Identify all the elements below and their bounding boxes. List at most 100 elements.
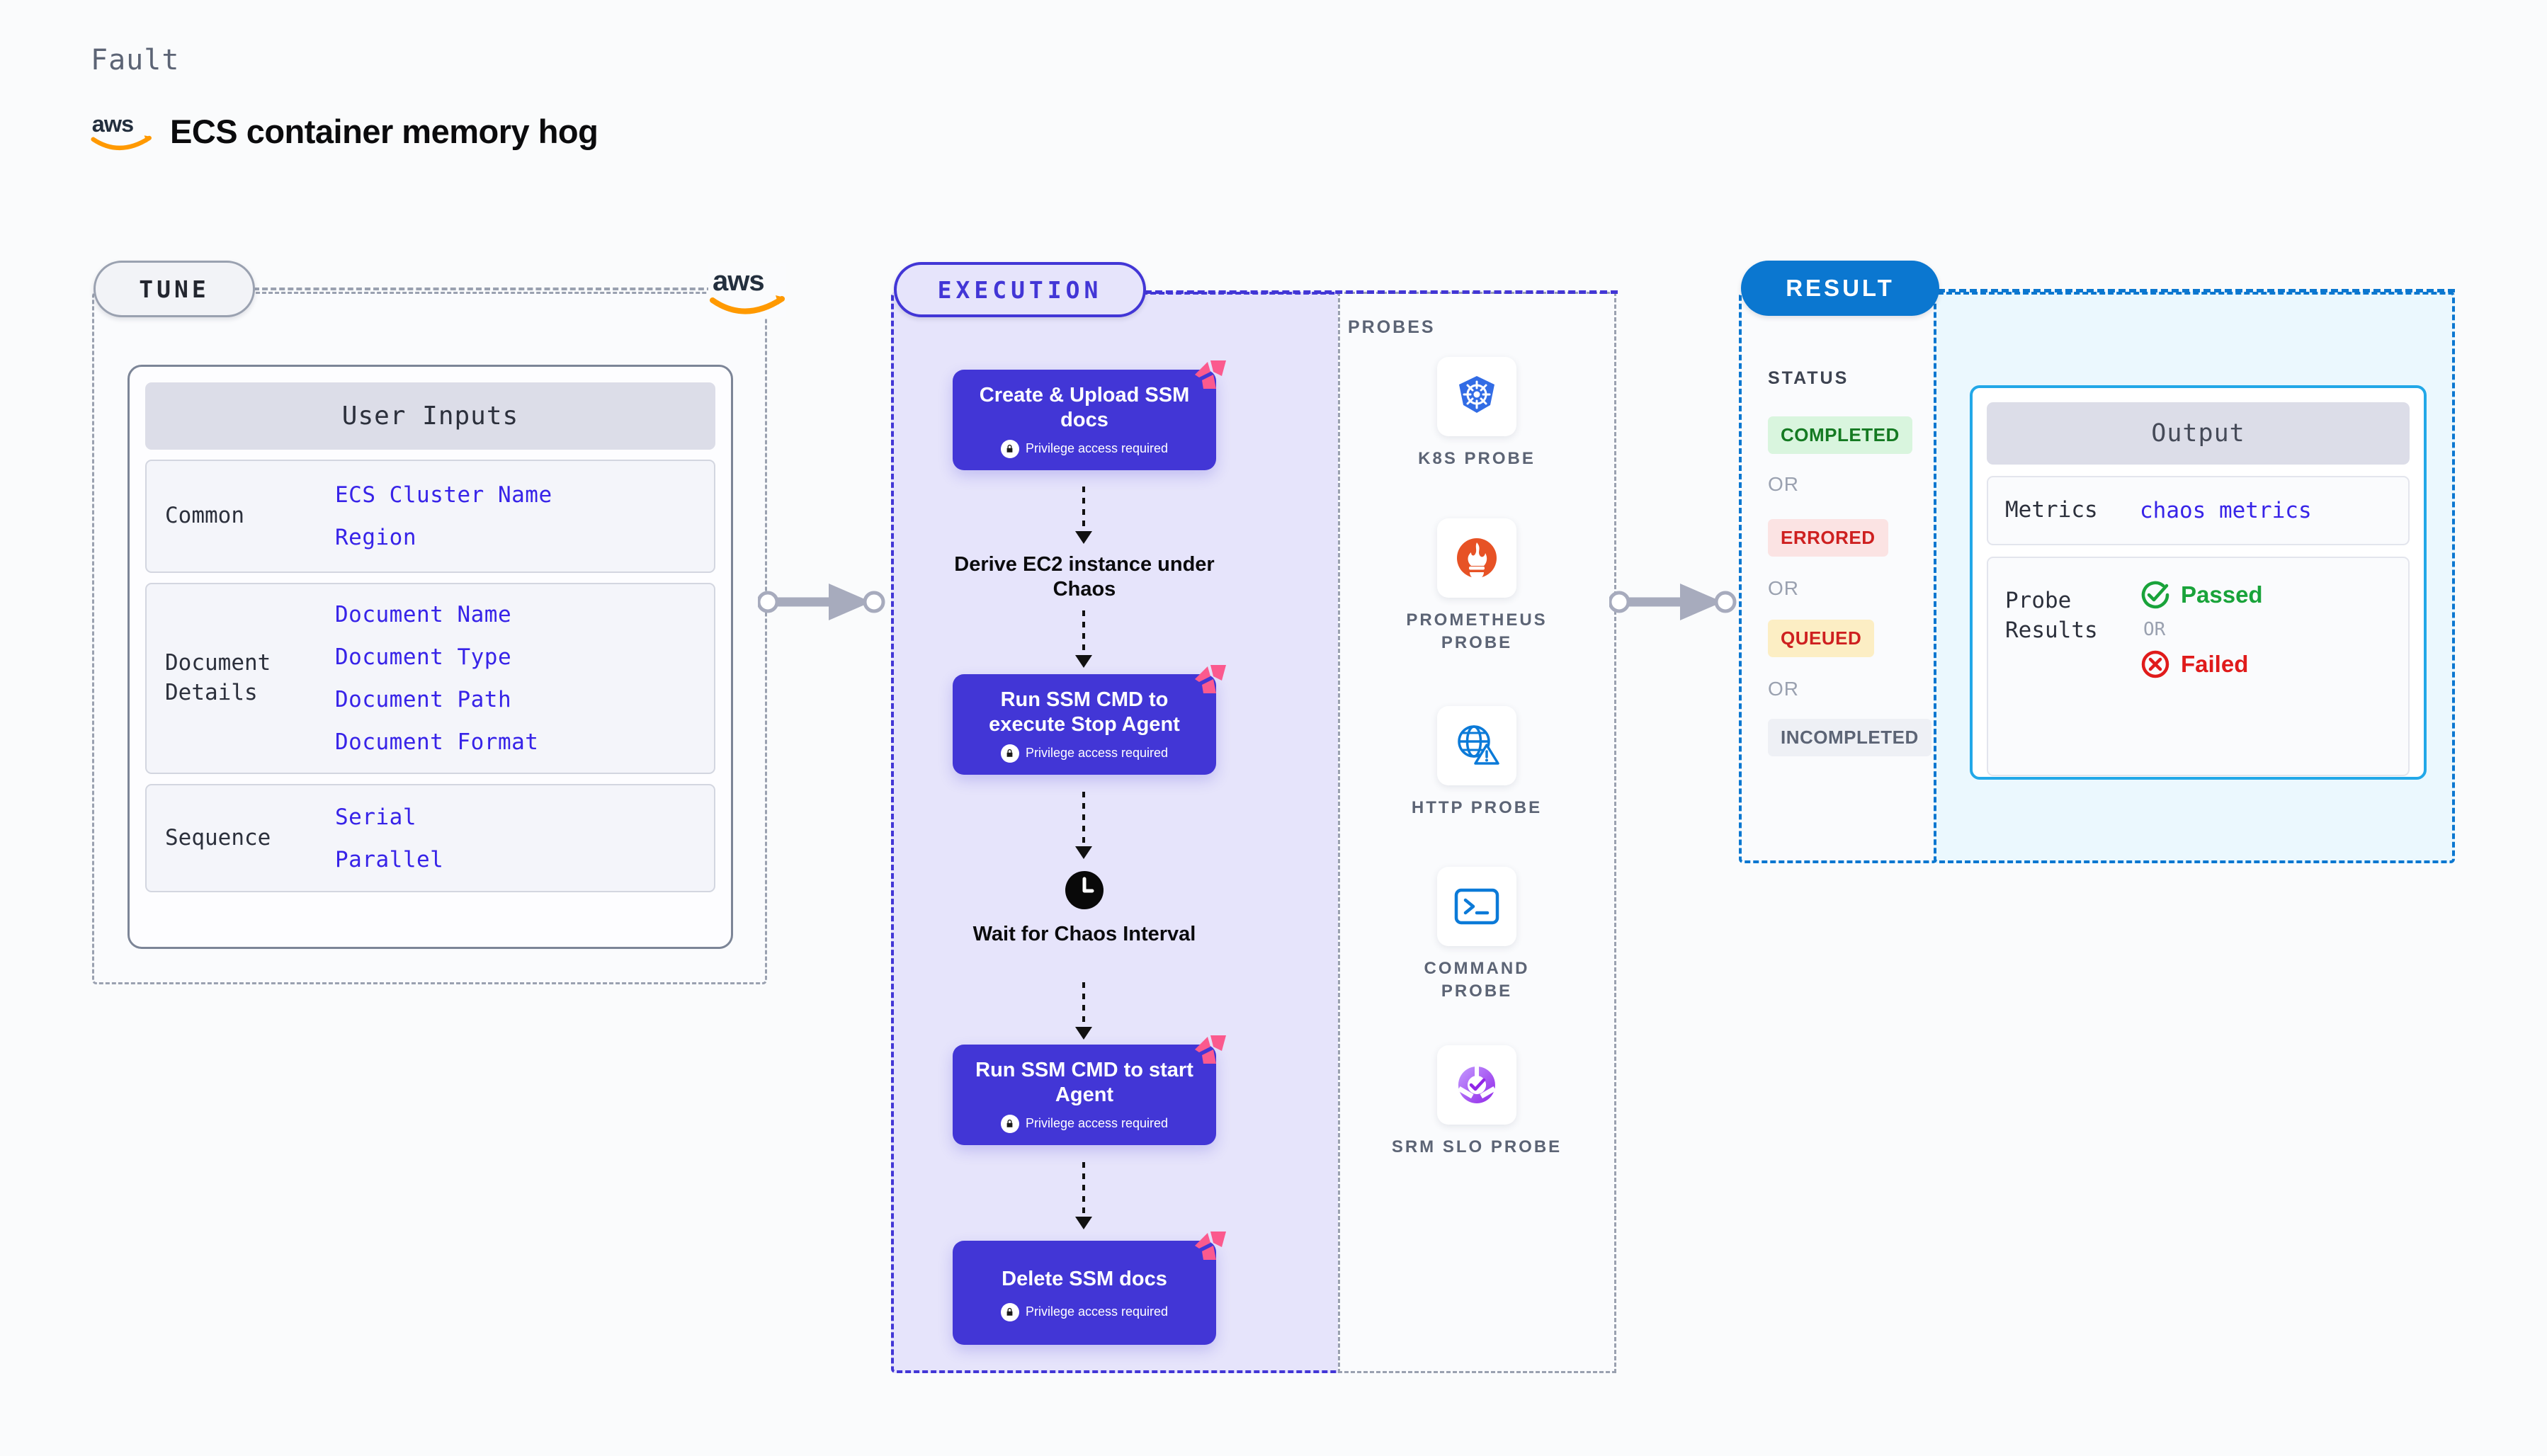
status-or-1: OR — [1768, 473, 1799, 495]
flow-node-create-upload-ssm-docs[interactable]: Create & Upload SSM docs Privilege acces… — [953, 360, 1226, 470]
probe-name: PROMETHEUS PROBE — [1406, 610, 1548, 653]
flow-arrowhead-icon — [1075, 655, 1092, 668]
harness-badge-icon — [1195, 1232, 1226, 1260]
lock-icon — [1000, 1302, 1019, 1321]
privilege-text: Privilege access required — [1025, 441, 1169, 456]
input-value[interactable]: Document Type — [335, 644, 512, 670]
http-globe-icon — [1458, 725, 1499, 765]
status-badge-completed: COMPLETED — [1768, 416, 1912, 454]
probe-item-command[interactable]: COMMAND PROBE — [1388, 867, 1565, 1003]
lock-icon — [1000, 744, 1019, 763]
privilege-text: Privilege access required — [1025, 1116, 1169, 1131]
input-group-values: Serial Parallel — [335, 804, 443, 872]
harness-badge-icon — [1195, 360, 1226, 389]
input-value[interactable]: Document Name — [335, 602, 512, 627]
status-or-2: OR — [1768, 577, 1799, 599]
probe-name: COMMAND PROBE — [1424, 959, 1530, 1001]
input-value[interactable]: Document Path — [335, 687, 512, 712]
flow-node-title: Run SSM CMD to execute Stop Agent — [989, 688, 1180, 736]
execution-pill-label: EXECUTION — [937, 275, 1103, 304]
probe-tile — [1437, 1045, 1516, 1125]
input-group-document-details: Document Details Document Name Document … — [145, 583, 715, 774]
kubernetes-icon — [1459, 376, 1494, 413]
tune-pill[interactable]: TUNE — [93, 261, 255, 317]
harness-badge-icon — [1195, 665, 1226, 693]
flow-node-title: Delete SSM docs — [1002, 1268, 1167, 1290]
flow-arrow — [1082, 487, 1085, 533]
flow-node-run-ssm-stop-agent[interactable]: Run SSM CMD to execute Stop Agent Privil… — [953, 665, 1226, 775]
probe-result-failed: Failed — [2140, 649, 2263, 680]
output-card: Output Metrics chaos metrics Probe Resul… — [1970, 385, 2427, 780]
probe-tile — [1437, 518, 1516, 598]
flow-arrowhead-icon — [1075, 531, 1092, 544]
prometheus-icon — [1457, 538, 1497, 579]
page-header: Fault aws ECS container memory hog — [91, 44, 599, 153]
lock-icon — [1000, 1114, 1019, 1133]
result-pill-label: RESULT — [1786, 275, 1895, 301]
check-circle-icon — [2141, 581, 2169, 609]
connector-tune-to-execution — [758, 584, 885, 620]
flow-text-wait-for-chaos-interval: Wait for Chaos Interval — [972, 923, 1196, 945]
input-group-values: ECS Cluster Name Region — [335, 482, 552, 550]
x-circle-icon — [2141, 650, 2169, 678]
result-dashed-connector — [1938, 289, 2455, 292]
user-inputs-title: User Inputs — [145, 382, 715, 450]
probe-item-srm-slo[interactable]: SRM SLO PROBE — [1388, 1045, 1565, 1159]
flow-arrow — [1082, 792, 1085, 848]
privilege-text: Privilege access required — [1025, 1304, 1169, 1319]
svg-text:aws: aws — [92, 111, 134, 137]
aws-provider-logo-icon: aws — [708, 263, 786, 317]
probe-item-k8s[interactable]: K8S PROBE — [1388, 357, 1565, 470]
flow-arrowhead-icon — [1075, 1027, 1092, 1040]
input-value[interactable]: Serial — [335, 804, 416, 830]
flow-node-title: Create & Upload SSM docs — [979, 384, 1190, 431]
probe-item-prometheus[interactable]: PROMETHEUS PROBE — [1388, 518, 1565, 655]
passed-label: Passed — [2181, 581, 2263, 608]
privilege-notice: Privilege access required — [1000, 1114, 1169, 1133]
flow-text-derive-ec2: Derive EC2 instance under Chaos — [954, 553, 1215, 601]
privilege-notice: Privilege access required — [1000, 744, 1169, 763]
status-badge-queued: QUEUED — [1768, 620, 1875, 657]
output-metrics-value[interactable]: chaos metrics — [2140, 498, 2312, 523]
fault-title-row: aws ECS container memory hog — [91, 109, 599, 153]
status-or-3: OR — [1768, 678, 1799, 700]
input-group-label: Document Details — [165, 650, 271, 705]
probe-tile — [1437, 706, 1516, 785]
execution-dashed-connector — [1145, 290, 1618, 294]
input-group-label: Common — [165, 503, 244, 529]
privilege-text: Privilege access required — [1025, 746, 1169, 761]
tune-pill-label: TUNE — [139, 275, 210, 303]
user-inputs-card: User Inputs Common ECS Cluster Name Regi… — [127, 365, 733, 949]
execution-pill[interactable]: EXECUTION — [894, 262, 1146, 317]
flow-node-run-ssm-start-agent[interactable]: Run SSM CMD to start Agent Privilege acc… — [953, 1035, 1226, 1145]
privilege-notice: Privilege access required — [1000, 439, 1169, 458]
input-group-values: Document Name Document Type Document Pat… — [335, 602, 538, 755]
failed-label: Failed — [2181, 651, 2249, 677]
input-value[interactable]: ECS Cluster Name — [335, 482, 552, 508]
flow-arrowhead-icon — [1075, 1217, 1092, 1229]
output-row-metrics: Metrics chaos metrics — [1987, 476, 2410, 545]
input-value[interactable]: Region — [335, 525, 416, 550]
probe-result-passed: Passed — [2140, 579, 2263, 610]
status-label: STATUS — [1768, 368, 1849, 388]
flow-arrow — [1082, 982, 1085, 1029]
result-panel — [1739, 292, 1937, 863]
terminal-icon — [1454, 888, 1499, 925]
flow-arrow — [1082, 610, 1085, 657]
privilege-notice: Privilege access required — [1000, 1302, 1169, 1333]
output-title: Output — [1987, 402, 2410, 465]
lock-icon — [1000, 439, 1019, 458]
input-value[interactable]: Parallel — [335, 846, 444, 872]
probe-results-values: Passed OR Failed — [2140, 579, 2263, 680]
connector-execution-to-result — [1609, 584, 1737, 620]
aws-logo-icon: aws — [91, 111, 152, 150]
probe-item-http[interactable]: HTTP PROBE — [1388, 706, 1565, 819]
output-metrics-label: Metrics — [2005, 497, 2098, 523]
probe-tile — [1437, 867, 1516, 946]
flow-node-delete-ssm-docs[interactable]: Delete SSM docs Privilege access require… — [953, 1232, 1226, 1345]
flow-arrowhead-icon — [1075, 846, 1092, 859]
result-pill[interactable]: RESULT — [1741, 261, 1939, 316]
flow-arrow — [1082, 1162, 1085, 1219]
tune-dashed-connector — [254, 288, 721, 290]
input-value[interactable]: Document Format — [335, 729, 539, 755]
